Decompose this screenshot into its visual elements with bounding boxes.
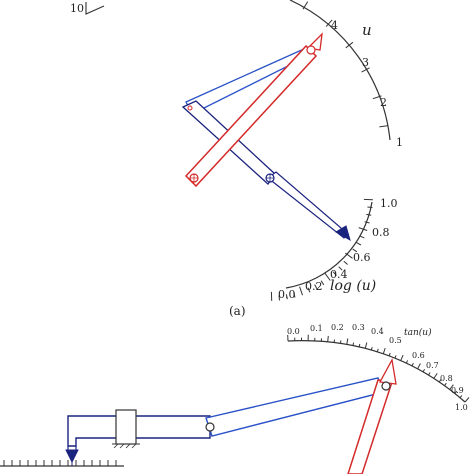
tan-scale-tick: [394, 355, 397, 359]
tan-label-0-8: 0.8: [440, 374, 453, 383]
log-label-0-0: 0.0: [278, 288, 296, 301]
ground-scale: [0, 460, 124, 467]
panel-a-caption: (a): [229, 304, 246, 318]
log-scale-tick: [320, 280, 325, 286]
log-scale-tick: [364, 221, 370, 224]
log-scale-arc: [285, 201, 373, 289]
tan-scale-tick: [327, 335, 329, 342]
u-scale-tick: [345, 41, 354, 49]
u-label-4: 4: [331, 19, 338, 32]
log-scale-tick: [324, 273, 331, 281]
log-scale-tick: [285, 294, 288, 300]
blue-link-b: [205, 377, 385, 437]
log-scale-tick: [278, 295, 280, 301]
u-scale: 4 3 2 1 u: [289, 0, 403, 149]
log-scale-title: log (u): [330, 278, 376, 294]
u-scale-tick: [302, 1, 309, 10]
log-scale-tick: [345, 252, 353, 259]
log-label-1-0: 1.0: [380, 197, 398, 210]
tan-scale-tick: [358, 343, 361, 348]
tan-scale-tick: [464, 397, 470, 403]
log-scale-tick: [314, 284, 318, 290]
u-scale-tick: [325, 19, 333, 27]
tan-scale-tick: [411, 362, 414, 367]
tan-label-0-6: 0.6: [412, 351, 425, 360]
u-scale-tick: [372, 95, 382, 100]
tan-scale-tick: [405, 360, 409, 364]
log-scale-tick: [358, 227, 368, 231]
tan-scale-tick: [438, 379, 442, 383]
u-scale-tick: [361, 67, 370, 73]
tan-scale-tick: [454, 390, 458, 394]
log-scale-tick: [338, 266, 343, 271]
tan-scale-tick: [388, 352, 391, 357]
tan-scale-tick: [459, 395, 463, 399]
tan-label-0-2: 0.2: [331, 323, 344, 332]
ground-ticks: [3, 460, 117, 466]
log-label-0-8: 0.8: [372, 226, 390, 239]
log-scale-tick: [367, 206, 373, 208]
log-scale-ticks: [270, 198, 373, 301]
u-label-3: 3: [362, 56, 369, 69]
tan-label-0-0: 0.0: [287, 327, 300, 336]
slider-block: [112, 409, 140, 449]
panel-b: 0.0 0.1 0.2 0.3 0.4 0.5 0.6 0.7 0.8 0.9 …: [0, 323, 470, 474]
log-scale: 1.0 0.8 0.6 0.4 0.2 0.0 log (u): [270, 197, 398, 301]
log-scale-tick: [352, 248, 358, 253]
tan-scale-tick: [417, 363, 421, 370]
tan-label-0-7: 0.7: [426, 361, 439, 370]
log-label-0-6: 0.6: [353, 251, 371, 264]
log-scale-tick: [332, 271, 337, 276]
corner-scale-fragment: 10: [70, 2, 105, 15]
tan-label-0-4: 0.4: [371, 327, 384, 336]
tan-label-0-5: 0.5: [389, 336, 402, 345]
corner-tick-label: 10: [70, 2, 84, 15]
tan-label-0-1: 0.1: [310, 324, 323, 333]
log-scale-tick: [293, 292, 296, 298]
tan-scale-tick: [352, 342, 355, 346]
log-scale-tick: [307, 287, 311, 293]
tan-scale-tick: [346, 338, 349, 345]
tan-scale-tick: [433, 373, 438, 379]
log-scale-tick: [366, 213, 372, 216]
panel-a: 10 4 3 2 1 u: [70, 0, 403, 318]
red-link-b: [347, 358, 397, 474]
tan-scale: 0.0 0.1 0.2 0.3 0.4 0.5 0.6 0.7 0.8 0.9 …: [287, 323, 470, 412]
red-link-a: [184, 32, 323, 188]
tan-scale-arc: [287, 340, 466, 403]
u-label-1: 1: [396, 136, 403, 149]
u-scale-title: u: [362, 21, 372, 39]
tan-scale-tick: [444, 382, 447, 386]
tan-label-0-9: 0.9: [451, 386, 464, 395]
u-scale-tick: [379, 125, 389, 128]
tan-scale-tick: [428, 372, 431, 376]
u-label-2: 2: [380, 96, 387, 109]
tan-scale-tick: [422, 368, 426, 373]
tan-scale-tick: [376, 348, 379, 352]
tan-scale-tick: [449, 384, 454, 390]
tan-scale-tick: [364, 342, 368, 349]
u-scale-arc: [289, 0, 391, 141]
tan-scale-tick: [370, 346, 373, 351]
log-label-0-4: 0.4: [330, 268, 348, 281]
log-scale-tick: [299, 286, 303, 296]
tan-label-1-0: 1.0: [455, 403, 468, 412]
tan-label-0-3: 0.3: [352, 323, 365, 332]
log-scale-tick: [359, 235, 365, 239]
log-scale-tick: [356, 242, 362, 246]
navy-slider-arm: [65, 415, 211, 466]
tan-scale-title: tan(u): [404, 327, 432, 338]
tan-scale-tick: [382, 347, 386, 354]
tan-scale-tick: [400, 354, 404, 361]
log-label-0-2: 0.2: [305, 280, 323, 293]
log-scale-tick: [343, 260, 348, 265]
u-scale-ticks: [302, 1, 389, 128]
tan-scale-ticks: [287, 334, 470, 403]
